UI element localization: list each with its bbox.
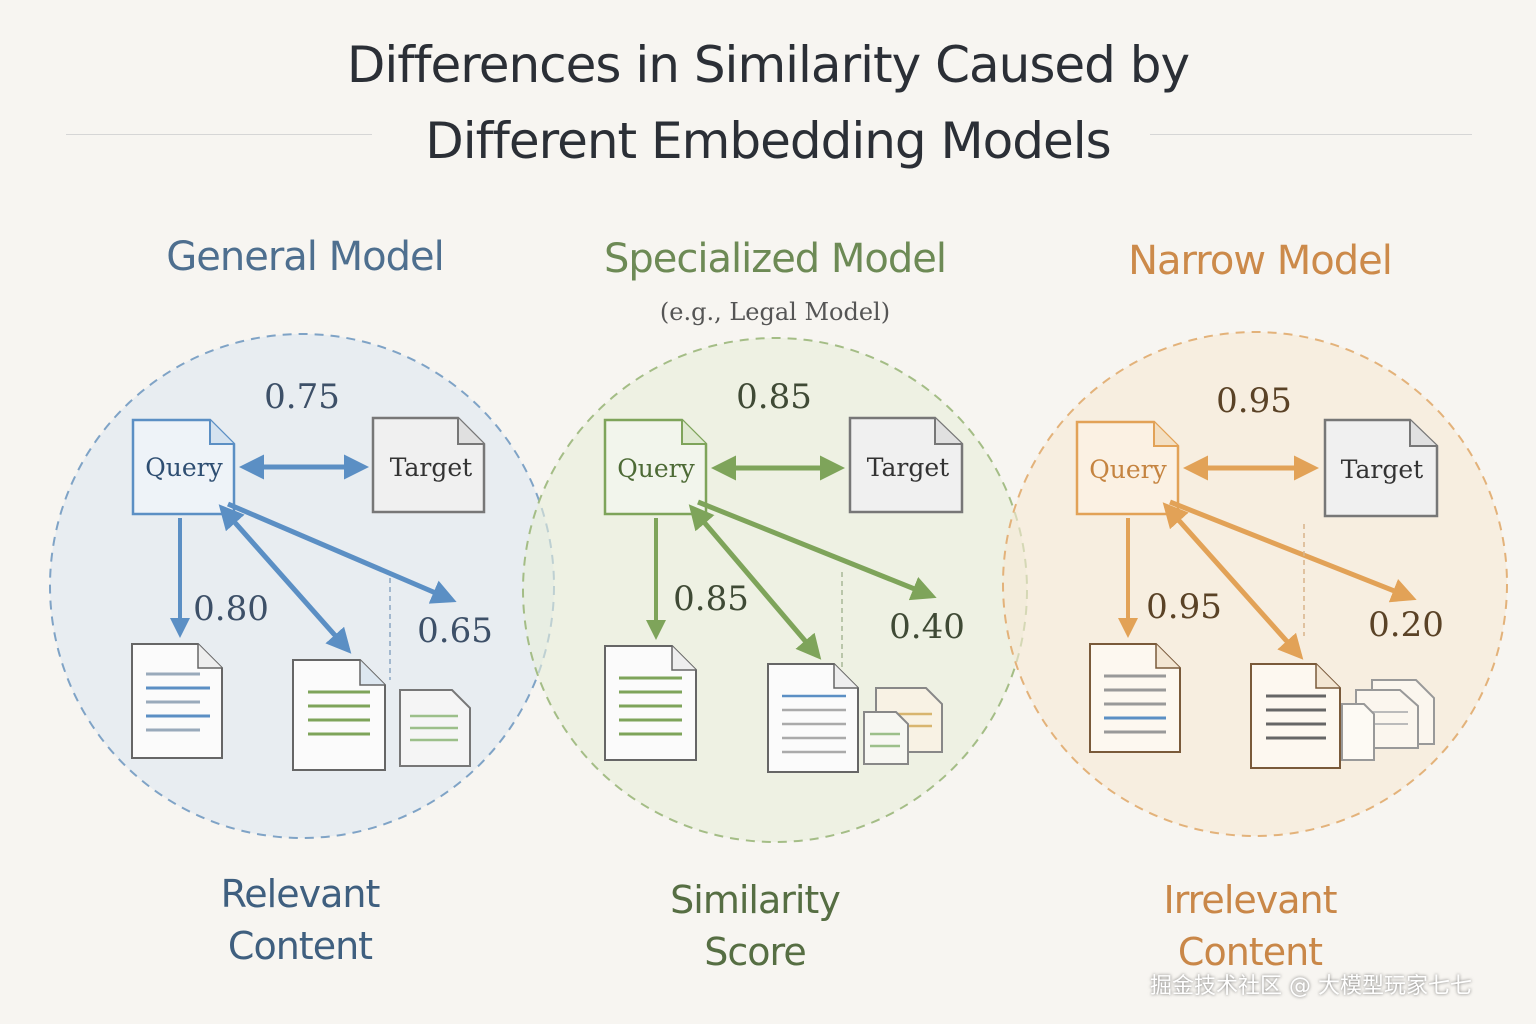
title-rule-right bbox=[1150, 134, 1472, 135]
specialized-score-left: 0.85 bbox=[673, 579, 749, 619]
narrow-query-doc bbox=[1075, 420, 1180, 516]
general-footer-line-1: Relevant bbox=[220, 872, 381, 916]
general-score-right: 0.65 bbox=[417, 611, 493, 651]
general-footer-line-2: Content bbox=[227, 924, 373, 968]
specialized-score-right: 0.40 bbox=[889, 607, 965, 647]
specialized-footer: Similarity Score bbox=[610, 874, 900, 978]
specialized-model-subtitle: (e.g., Legal Model) bbox=[659, 298, 891, 326]
general-footer: Relevant Content bbox=[150, 868, 450, 972]
specialized-score-target: 0.85 bbox=[736, 377, 812, 417]
general-arrow-mid-doc bbox=[218, 504, 352, 654]
specialized-doc-relevant bbox=[604, 645, 697, 761]
narrow-target-label: Target bbox=[1341, 455, 1423, 484]
narrow-arrow-right-doc bbox=[1169, 499, 1417, 603]
narrow-target-doc bbox=[1323, 418, 1439, 518]
title-line-1: Differences in Similarity Caused by bbox=[346, 36, 1190, 94]
narrow-query-label: Query bbox=[1089, 455, 1167, 484]
general-model-heading: General Model bbox=[166, 234, 444, 280]
specialized-arrow-mid-doc bbox=[688, 504, 822, 660]
specialized-footer-line-2: Score bbox=[704, 930, 806, 974]
specialized-target-label: Target bbox=[867, 453, 949, 482]
general-score-left: 0.80 bbox=[193, 589, 269, 629]
narrow-footer-line-2: Content bbox=[1177, 930, 1323, 974]
general-target-label: Target bbox=[390, 453, 472, 482]
narrow-model-heading: Narrow Model bbox=[1128, 238, 1393, 284]
title-line-2: Different Embedding Models bbox=[425, 112, 1111, 170]
watermark: 掘金技术社区 @ 大模型玩家七七 bbox=[1150, 974, 1472, 999]
specialized-query-doc bbox=[603, 418, 708, 516]
specialized-doc-stack bbox=[863, 687, 943, 765]
narrow-score-left: 0.95 bbox=[1146, 587, 1222, 627]
narrow-arrow-mid-doc bbox=[1162, 502, 1304, 660]
specialized-model-heading: Specialized Model bbox=[603, 236, 947, 282]
title-rule-left bbox=[66, 134, 372, 135]
narrow-footer: Irrelevant Content bbox=[1110, 874, 1390, 978]
specialized-arrow-right-doc bbox=[697, 499, 937, 601]
specialized-doc-mid bbox=[767, 663, 859, 773]
general-doc-relevant bbox=[131, 643, 223, 759]
general-arrow-right-doc bbox=[227, 501, 457, 604]
narrow-doc-relevant bbox=[1089, 643, 1181, 753]
general-score-target: 0.75 bbox=[264, 377, 340, 417]
narrow-footer-line-1: Irrelevant bbox=[1163, 878, 1337, 922]
narrow-score-target: 0.95 bbox=[1216, 381, 1292, 421]
general-target-doc bbox=[371, 416, 486, 514]
general-query-label: Query bbox=[145, 453, 223, 482]
general-doc-mid bbox=[292, 659, 386, 771]
narrow-score-right: 0.20 bbox=[1368, 605, 1444, 645]
narrow-doc-stack bbox=[1341, 679, 1435, 761]
specialized-query-label: Query bbox=[617, 454, 695, 483]
general-query-doc bbox=[131, 418, 236, 516]
specialized-target-doc bbox=[848, 416, 964, 514]
specialized-footer-line-1: Similarity bbox=[670, 878, 841, 922]
narrow-doc-mid bbox=[1250, 663, 1341, 769]
general-doc-small bbox=[399, 689, 471, 767]
